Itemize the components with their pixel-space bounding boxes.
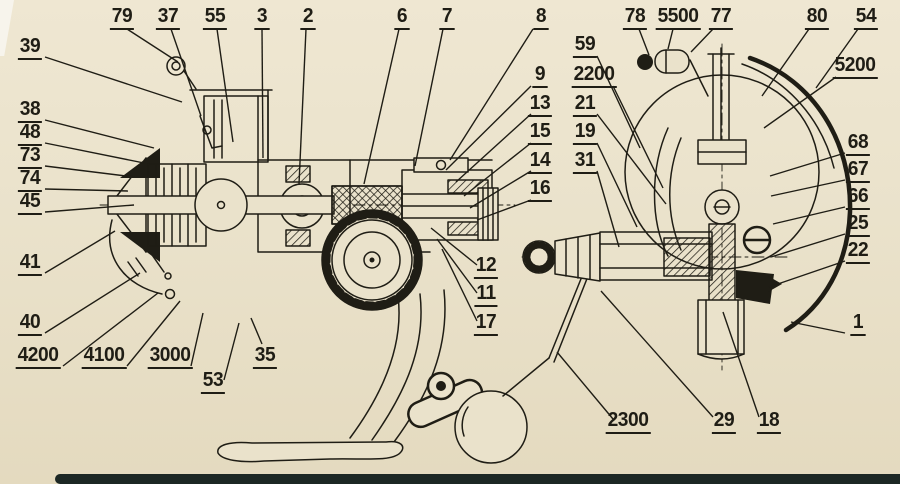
part-label-59: 59 [572, 34, 598, 58]
drive-gear [321, 209, 423, 311]
part-label-16: 16 [527, 178, 553, 202]
part-label-13: 13 [527, 93, 553, 117]
part-label-3000: 3000 [147, 345, 193, 369]
part-label-40: 40 [17, 312, 43, 336]
part-label-18: 18 [756, 410, 782, 434]
part-label-12: 12 [473, 255, 499, 279]
part-label-54: 54 [853, 6, 879, 30]
footer-bar [55, 474, 900, 484]
part-label-22: 22 [845, 240, 871, 264]
part-label-39: 39 [17, 36, 43, 60]
part-label-3: 3 [254, 6, 270, 30]
part-label-80: 80 [804, 6, 830, 30]
part-label-78: 78 [622, 6, 648, 30]
part-label-55: 55 [202, 6, 228, 30]
part-label-66: 66 [845, 186, 871, 210]
part-label-77: 77 [708, 6, 734, 30]
part-label-6: 6 [394, 6, 410, 30]
part-label-53: 53 [200, 370, 226, 394]
part-label-4200: 4200 [15, 345, 61, 369]
part-label-74: 74 [17, 168, 43, 192]
part-label-25: 25 [845, 213, 871, 237]
part-label-67: 67 [845, 159, 871, 183]
part-label-1: 1 [850, 312, 866, 336]
stem-and-foot [217, 289, 446, 463]
bail-lever-and-handle-knob [407, 256, 593, 464]
part-label-31: 31 [572, 150, 598, 174]
part-label-9: 9 [532, 64, 548, 88]
rotor-assembly [624, 43, 853, 371]
part-label-37: 37 [155, 6, 181, 30]
part-label-41: 41 [17, 252, 43, 276]
part-label-11: 11 [474, 283, 498, 307]
part-label-4100: 4100 [81, 345, 127, 369]
part-label-21: 21 [572, 93, 598, 117]
part-label-2200: 2200 [571, 64, 617, 88]
part-label-8: 8 [533, 6, 549, 30]
part-label-2: 2 [300, 6, 316, 30]
part-label-19: 19 [572, 121, 598, 145]
part-label-48: 48 [17, 122, 43, 146]
part-label-15: 15 [527, 121, 553, 145]
part-label-73: 73 [17, 145, 43, 169]
part-label-79: 79 [109, 6, 135, 30]
part-label-5200: 5200 [832, 55, 878, 79]
part-label-5500: 5500 [655, 6, 701, 30]
part-label-17: 17 [473, 312, 499, 336]
part-label-38: 38 [17, 99, 43, 123]
part-label-68: 68 [845, 132, 871, 156]
part-label-45: 45 [17, 191, 43, 215]
drag-spool-assembly [107, 56, 273, 300]
part-label-29: 29 [711, 410, 737, 434]
part-label-7: 7 [439, 6, 455, 30]
part-label-2300: 2300 [605, 410, 651, 434]
part-label-14: 14 [527, 150, 553, 174]
part-label-35: 35 [252, 345, 278, 369]
